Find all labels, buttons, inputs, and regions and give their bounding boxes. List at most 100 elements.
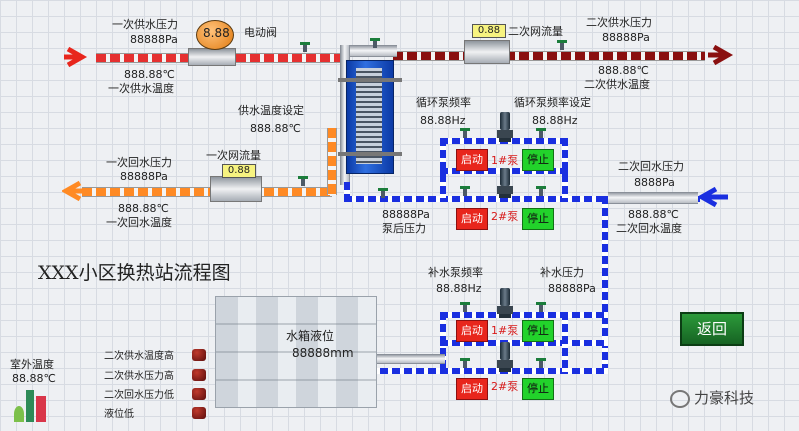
valve-circ-1b[interactable] bbox=[534, 128, 548, 138]
secondary-return-header bbox=[608, 192, 698, 204]
supply-temp-setpoint-value[interactable]: 888.88℃ bbox=[250, 122, 301, 135]
makeup-pump-1-icon[interactable] bbox=[496, 288, 514, 318]
makeup-freq-value: 88.88Hz bbox=[436, 282, 482, 295]
secondary-return-vertical bbox=[344, 182, 350, 202]
primary-return-pressure-label: 一次回水压力 bbox=[106, 156, 172, 169]
secondary-return-pressure-label: 二次回水压力 bbox=[618, 160, 684, 173]
circ-freq-value: 88.88Hz bbox=[420, 114, 466, 127]
primary-return-temp-value: 888.88℃ bbox=[118, 202, 169, 215]
primary-flow-label: 一次网流量 bbox=[206, 149, 261, 162]
tank-level-label: 水箱液位 bbox=[286, 329, 335, 343]
primary-return-temp-label: 一次回水温度 bbox=[106, 216, 172, 229]
makeup-pump-2-stop-button[interactable]: 停止 bbox=[522, 378, 554, 400]
makeup-pump-1-start-button[interactable]: 启动 bbox=[456, 320, 488, 342]
circ-pump-2-start-button[interactable]: 启动 bbox=[456, 208, 488, 230]
primary-supply-arrow-icon bbox=[64, 46, 88, 68]
watermark-text: 力豪科技 bbox=[694, 389, 755, 407]
valve-circ-1a[interactable] bbox=[458, 128, 472, 138]
secondary-return-temp-label: 二次回水温度 bbox=[616, 222, 682, 235]
outdoor-temp-label: 室外温度 bbox=[10, 358, 54, 371]
secondary-supply-temp-value: 888.88℃ bbox=[598, 64, 649, 77]
supply-temp-setpoint-label: 供水温度设定 bbox=[238, 104, 304, 117]
valve-makeup-2a[interactable] bbox=[458, 358, 472, 368]
primary-return-arrow-icon bbox=[62, 180, 88, 202]
circ-freq-set-label: 循环泵频率设定 bbox=[514, 96, 591, 109]
primary-return-riser bbox=[327, 128, 337, 195]
makeup-pump-1-label: 1#泵 bbox=[491, 324, 519, 337]
post-pump-pressure-label: 泵后压力 bbox=[382, 222, 426, 235]
circ-pump-2-stop-button[interactable]: 停止 bbox=[522, 208, 554, 230]
circ-freq-label: 循环泵频率 bbox=[416, 96, 471, 109]
valve-post-pump[interactable] bbox=[376, 188, 390, 198]
secondary-flow-value: 0.88 bbox=[472, 24, 506, 38]
makeup-pump-2-icon[interactable] bbox=[496, 342, 514, 372]
page-title: XXX小区换热站流程图 bbox=[38, 262, 231, 284]
electric-valve-value: 8.88 bbox=[203, 26, 230, 40]
makeup-pump-2-label: 2#泵 bbox=[491, 380, 519, 393]
circ-pump-2-label: 2#泵 bbox=[491, 210, 519, 223]
alarm-label-1: 二次供水压力高 bbox=[104, 371, 174, 382]
valve-primary-supply[interactable] bbox=[298, 42, 312, 52]
makeup-pump-1-stop-button[interactable]: 停止 bbox=[522, 320, 554, 342]
valve-circ-2a[interactable] bbox=[458, 186, 472, 196]
primary-supply-pressure-label: 一次供水压力 bbox=[112, 18, 178, 31]
alarm-label-2: 二次回水压力低 bbox=[104, 390, 174, 401]
tank-level-value: 88888mm bbox=[292, 346, 354, 360]
valve-makeup-1b[interactable] bbox=[534, 302, 548, 312]
circ-pump-1-stop-button[interactable]: 停止 bbox=[522, 149, 554, 171]
circ-freq-set-value[interactable]: 88.88Hz bbox=[532, 114, 578, 127]
makeup-pressure-label: 补水压力 bbox=[540, 266, 584, 279]
post-pump-pressure-value: 88888Pa bbox=[382, 208, 430, 221]
secondary-return-pressure-value: 8888Pa bbox=[634, 176, 675, 189]
secondary-flow-label: 二次网流量 bbox=[508, 25, 563, 38]
primary-supply-temp-label: 一次供水温度 bbox=[108, 82, 174, 95]
makeup-feed-pipe bbox=[602, 196, 608, 370]
makeup-loop-mid bbox=[440, 340, 608, 346]
hx-top-header bbox=[345, 45, 397, 57]
circ-pump-1-start-button[interactable]: 启动 bbox=[456, 149, 488, 171]
tank-outlet-pipe bbox=[375, 354, 445, 364]
alarm-label-0: 二次供水温度高 bbox=[104, 351, 174, 362]
electric-valve-indicator-icon[interactable] bbox=[196, 20, 234, 50]
electric-valve-label: 电动阀 bbox=[244, 26, 277, 39]
valve-primary-return[interactable] bbox=[296, 176, 310, 186]
primary-supply-temp-value: 888.88℃ bbox=[124, 68, 175, 81]
outdoor-building-icon bbox=[10, 384, 50, 424]
secondary-supply-pressure-value: 88888Pa bbox=[602, 31, 650, 44]
secondary-return-arrow-icon bbox=[698, 186, 728, 208]
alarm-indicator-1-icon bbox=[192, 369, 206, 381]
primary-supply-pressure-value: 88888Pa bbox=[130, 33, 178, 46]
secondary-supply-temp-label: 二次供水温度 bbox=[584, 78, 650, 91]
makeup-pressure-value: 88888Pa bbox=[548, 282, 596, 295]
back-button[interactable]: 返回 bbox=[680, 312, 744, 346]
primary-return-pipe bbox=[82, 187, 332, 197]
primary-flow-meter[interactable] bbox=[210, 176, 262, 202]
valve-makeup-2b[interactable] bbox=[534, 358, 548, 368]
water-tank bbox=[215, 296, 377, 408]
plate-heat-exchanger[interactable] bbox=[338, 60, 402, 174]
alarm-label-3: 液位低 bbox=[104, 409, 134, 420]
outdoor-temp-value: 88.88℃ bbox=[12, 372, 56, 385]
secondary-return-pipe bbox=[344, 196, 700, 202]
primary-return-pressure-value: 88888Pa bbox=[120, 170, 168, 183]
wechat-logo-icon bbox=[670, 390, 690, 408]
valve-secondary-supply-1[interactable] bbox=[368, 38, 382, 48]
valve-makeup-1a[interactable] bbox=[458, 302, 472, 312]
secondary-supply-pressure-label: 二次供水压力 bbox=[586, 16, 652, 29]
valve-secondary-supply-2[interactable] bbox=[555, 40, 569, 50]
alarm-indicator-2-icon bbox=[192, 388, 206, 400]
circ-pump-1-icon[interactable] bbox=[496, 112, 514, 142]
makeup-loop-top bbox=[440, 312, 608, 318]
makeup-loop-right bbox=[562, 312, 568, 374]
primary-flow-value: 0.88 bbox=[222, 164, 256, 178]
alarm-indicator-3-icon bbox=[192, 407, 206, 419]
circ-pump-2-icon[interactable] bbox=[496, 168, 514, 198]
makeup-freq-label: 补水泵频率 bbox=[428, 266, 483, 279]
secondary-return-temp-value: 888.88℃ bbox=[628, 208, 679, 221]
secondary-supply-pipe bbox=[393, 51, 705, 61]
valve-circ-2b[interactable] bbox=[534, 186, 548, 196]
makeup-loop-bottom bbox=[344, 368, 608, 374]
makeup-pump-2-start-button[interactable]: 启动 bbox=[456, 378, 488, 400]
secondary-flow-meter[interactable] bbox=[464, 40, 510, 64]
alarm-indicator-0-icon bbox=[192, 349, 206, 361]
